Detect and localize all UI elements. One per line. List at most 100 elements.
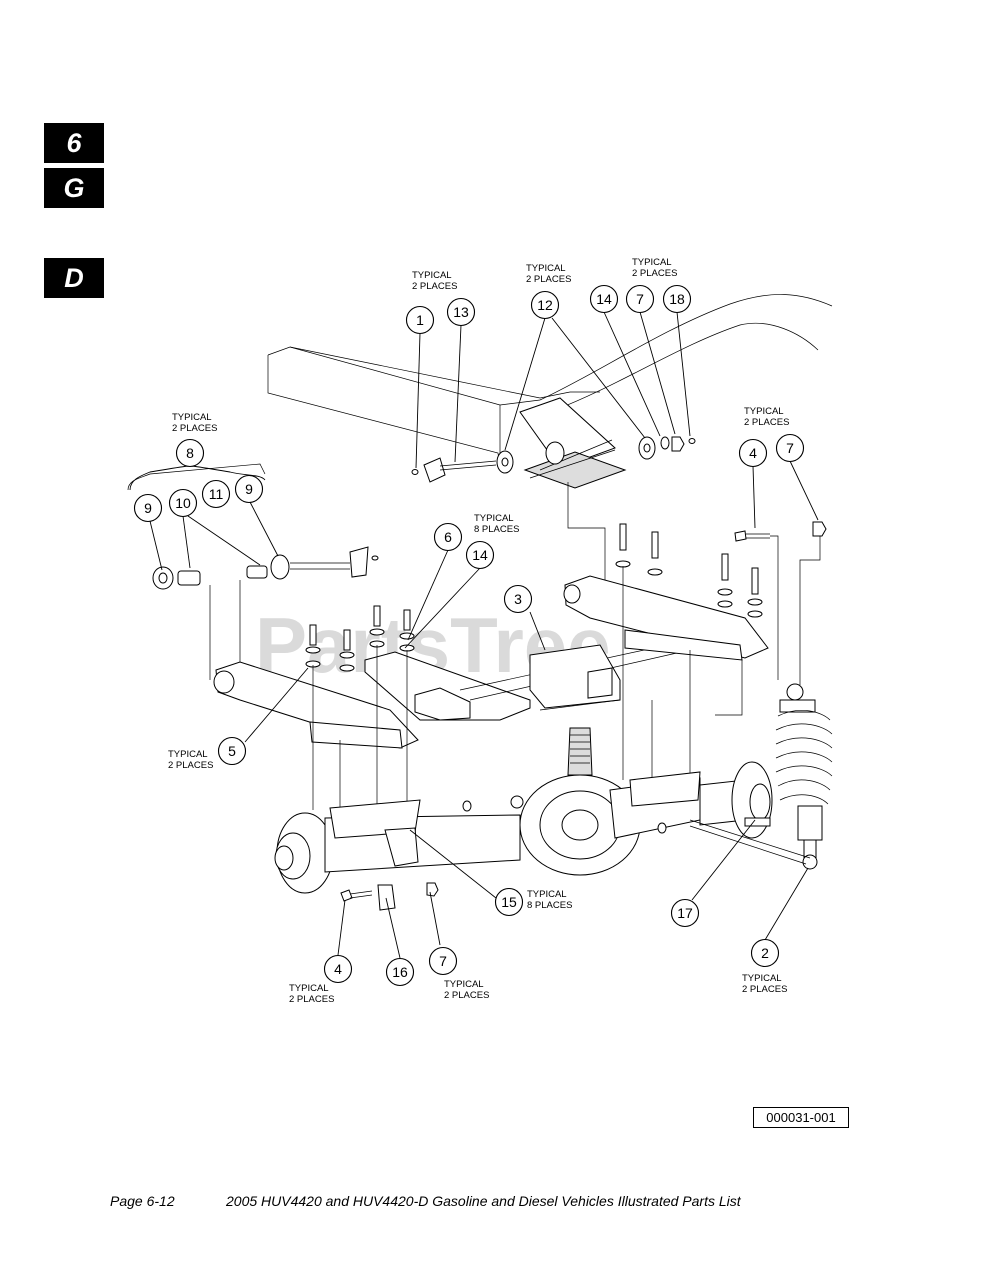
callout-10: 11 [201, 479, 231, 509]
left-arm-drawing [127, 463, 419, 749]
note-line: TYPICAL [526, 263, 566, 274]
callout-circle [625, 284, 655, 314]
section-tab-6[interactable]: 6 [44, 123, 104, 163]
callout-circle [201, 479, 231, 509]
callout-circle [175, 438, 205, 468]
note-line: 2 PLACES [632, 268, 677, 279]
callout-number: 15 [501, 894, 517, 910]
callout-circle [662, 284, 692, 314]
callout-number: 9 [144, 500, 152, 516]
callout-1: 1 [405, 305, 435, 335]
callout-7: 8 [175, 438, 205, 468]
callout-number: 12 [537, 297, 553, 313]
callout-circle [446, 297, 476, 327]
callout-circle [234, 474, 264, 504]
callout-circle [217, 736, 247, 766]
page-number: Page 6-12 [110, 1193, 175, 1209]
callout-circle [323, 954, 353, 984]
callout-18: 15 [494, 887, 524, 917]
callout-23: 7 [428, 946, 458, 976]
frame-rail-drawing [267, 294, 833, 600]
callout-circle [775, 433, 805, 463]
callout-circle [428, 946, 458, 976]
note-line: 2 PLACES [412, 281, 457, 292]
callout-number: 7 [786, 440, 794, 456]
callout-4: 14 [589, 284, 619, 314]
note-line: TYPICAL [742, 973, 782, 984]
callout-number: 3 [514, 591, 522, 607]
callout-3: 12 [530, 290, 560, 320]
callout-circle [530, 290, 560, 320]
callout-circle [494, 887, 524, 917]
shock-absorber-drawing [775, 683, 833, 870]
callout-12: 6 [433, 522, 463, 552]
callout-circle [405, 305, 435, 335]
note-line: 2 PLACES [744, 417, 789, 428]
callout-15: 4 [738, 438, 768, 468]
callout-number: 2 [761, 945, 769, 961]
callout-number: 11 [209, 486, 224, 502]
callout-21: 4 [323, 954, 353, 984]
callout-circle [133, 493, 163, 523]
note-line: 2 PLACES [526, 274, 571, 285]
callout-9: 10 [168, 488, 198, 518]
callout-circle [503, 584, 533, 614]
callout-number: 4 [749, 445, 757, 461]
callout-17: 5 [217, 736, 247, 766]
callout-circle [738, 438, 768, 468]
note-line: 8 PLACES [474, 524, 519, 535]
callout-5: 7 [625, 284, 655, 314]
document-title: 2005 HUV4420 and HUV4420-D Gasoline and … [226, 1193, 741, 1209]
note-line: TYPICAL [172, 412, 212, 423]
callout-number: 10 [175, 495, 191, 511]
note-line: 2 PLACES [742, 984, 787, 995]
callout-2: 13 [446, 297, 476, 327]
note-line: 2 PLACES [168, 760, 213, 771]
callout-19: 17 [670, 898, 700, 928]
callout-number: 7 [636, 291, 644, 307]
section-tab-d[interactable]: D [44, 258, 104, 298]
callout-circle [670, 898, 700, 928]
section-tab-g[interactable]: G [44, 168, 104, 208]
note-line: TYPICAL [632, 257, 672, 268]
note-line: TYPICAL [168, 749, 208, 760]
note-line: 2 PLACES [289, 994, 334, 1005]
callout-circle [589, 284, 619, 314]
note-line: 2 PLACES [444, 990, 489, 1001]
note-line: 2 PLACES [172, 423, 217, 434]
callout-number: 9 [245, 481, 253, 497]
callout-circle [465, 540, 495, 570]
callout-11: 9 [234, 474, 264, 504]
callout-circle [750, 938, 780, 968]
callout-number: 4 [334, 961, 342, 977]
note-line: TYPICAL [744, 406, 784, 417]
callout-22: 16 [385, 957, 415, 987]
note-line: 8 PLACES [527, 900, 572, 911]
callout-16: 7 [775, 433, 805, 463]
callout-number: 8 [186, 445, 194, 461]
callout-14: 3 [503, 584, 533, 614]
callout-8: 9 [133, 493, 163, 523]
note-line: TYPICAL [474, 513, 514, 524]
drawing-id-box: 000031-001 [753, 1107, 849, 1128]
callout-circle [433, 522, 463, 552]
callout-number: 7 [439, 953, 447, 969]
callout-number: 1 [416, 312, 424, 328]
leader-lines [129, 311, 819, 959]
callout-number: 13 [453, 304, 469, 320]
callout-number: 14 [472, 547, 488, 563]
callout-number: 6 [444, 529, 452, 545]
